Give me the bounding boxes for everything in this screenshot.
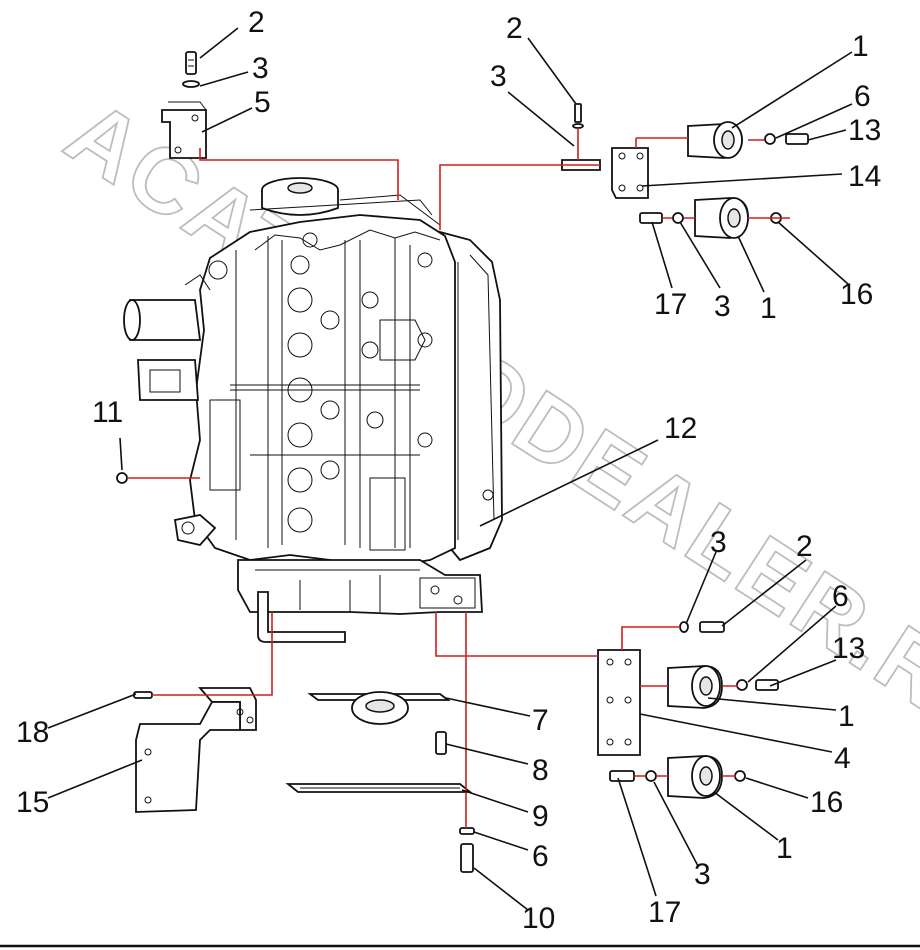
callout-17-bottom: 17 [648,896,681,929]
callout-leaders [47,27,853,911]
callout-13-bottom-right: 13 [832,632,865,665]
engine-assembly [123,177,503,643]
callout-16-bottom-right: 16 [810,786,843,819]
callout-3-top-left: 3 [252,52,269,85]
callout-8: 8 [532,754,549,787]
callout-6-top: 6 [854,80,871,113]
callout-18: 18 [16,716,49,749]
callout-1-bottom-right: 1 [838,700,855,733]
callout-7: 7 [532,704,549,737]
leader-red-top-right [439,128,790,230]
callout-1-top: 1 [852,30,869,63]
callout-3-top-mount: 3 [714,290,731,323]
top-right-mount-group [561,103,809,239]
leader-red-bottom-right [435,612,738,777]
callout-2-top-left: 2 [248,6,265,39]
callout-2-top-right: 2 [506,12,523,45]
callout-6-bottom-center: 6 [532,840,549,873]
leader-red-15 [152,612,273,696]
callout-5: 5 [254,86,271,119]
callout-12: 12 [664,412,697,445]
callout-14: 14 [848,160,881,193]
callout-1-top-mount: 1 [760,292,777,325]
callout-2-bottom-right: 2 [796,530,813,563]
callout-3-bottom-mount: 3 [694,858,711,891]
callout-1-bottom-mount: 1 [776,832,793,865]
callout-17-top: 17 [654,288,687,321]
part-11-bolt [116,472,128,484]
bottom-right-mount-group [597,621,779,799]
callout-9: 9 [532,800,549,833]
callout-6-bottom-right: 6 [832,580,849,613]
part-15-bracket [133,687,257,813]
part-5-bracket [161,51,207,159]
pulley-parts [285,691,475,873]
callout-15: 15 [16,786,49,819]
callout-3-top-right: 3 [490,60,507,93]
callout-labels: 2 3 5 2 3 1 6 13 14 17 3 1 16 11 12 3 2 … [16,6,881,935]
callout-13-top: 13 [848,114,881,147]
callout-11: 11 [92,396,123,429]
leader-red-5 [199,148,399,200]
callout-16-top: 16 [840,278,873,311]
callout-3-bottom-right: 3 [710,526,727,559]
callout-10: 10 [522,902,555,935]
callout-4: 4 [834,742,851,775]
